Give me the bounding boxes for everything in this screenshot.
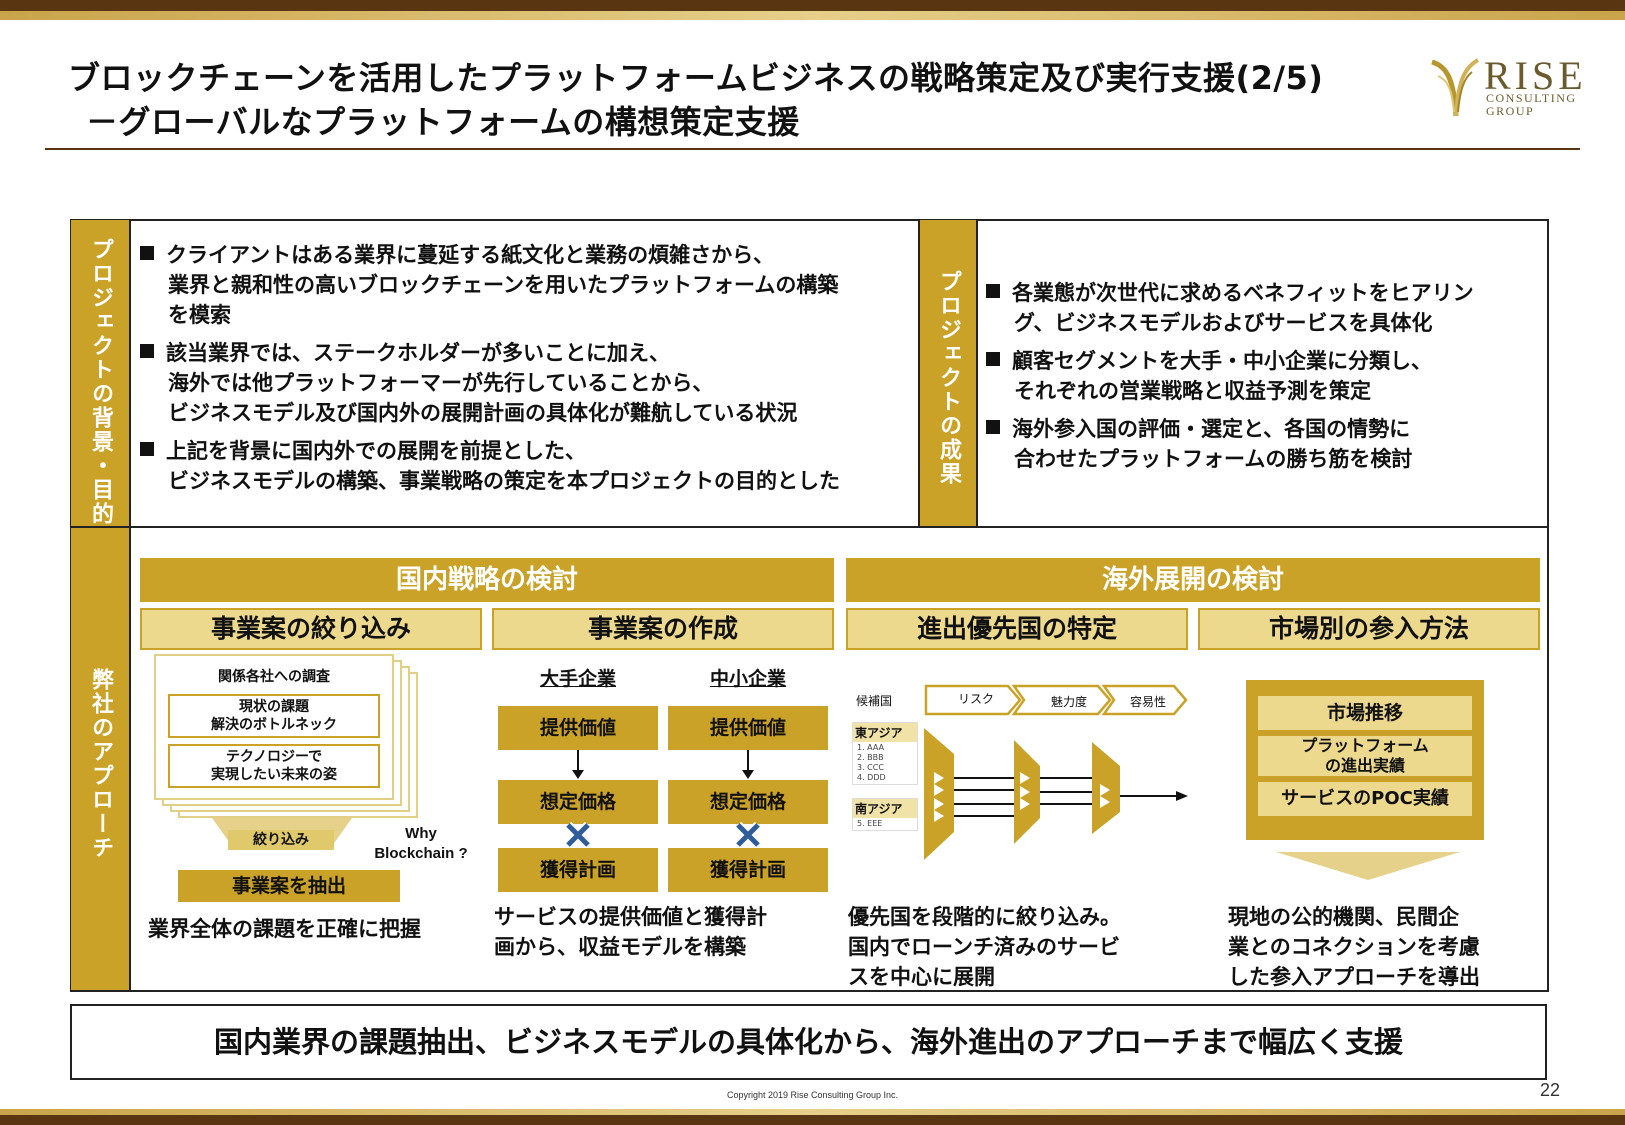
down-arrow-icon xyxy=(742,750,754,779)
results-bullet: 顧客セグメントを大手・中小企業に分類し、 それぞれの営業戦略と収益予測を策定 xyxy=(986,346,1546,406)
plan-box-small: 獲得計画 xyxy=(668,848,828,892)
step-risk: リスク xyxy=(957,692,994,706)
step-ease: 容易性 xyxy=(1129,695,1166,709)
value-box-small: 提供価値 xyxy=(668,706,828,750)
col4-title: 市場別の参入方法 xyxy=(1198,608,1540,650)
step-attractiveness: 魅力度 xyxy=(1050,695,1087,709)
market-item: プラットフォームの進出実績 xyxy=(1258,736,1472,776)
results-bullets: 各業態が次世代に求めるベネフィットをヒアリン グ、ビジネスモデルおよびサービスを… xyxy=(986,278,1546,474)
candidates-label: 候補国 xyxy=(856,694,893,708)
background-bullet: 上記を背景に国内外での展開を前提とした、 ビジネスモデルの構築、事業戦略の策定を… xyxy=(140,436,920,496)
approach-label: 弊社のアプローチ xyxy=(71,528,129,990)
title-line-2: －グローバルなプラットフォームの構想策定支援 xyxy=(86,103,800,141)
narrow-label: 絞り込み xyxy=(228,830,334,850)
step-chevrons xyxy=(924,684,1188,716)
col3-caption: 優先国を段階的に絞り込み。 国内でローンチ済みのサービ スを中心に展開 xyxy=(848,905,1121,989)
title-rule xyxy=(45,148,1580,150)
market-item: 市場推移 xyxy=(1258,696,1472,730)
col1-title: 事業案の絞り込み xyxy=(140,608,482,650)
region-east-asia: 東アジア 1. AAA 2. BBB 3. CCC 4. DDD xyxy=(852,722,918,785)
page-number: 22 xyxy=(1540,1080,1561,1100)
region-south-asia: 南アジア 5. EEE xyxy=(852,798,918,831)
col4-caption: 現地の公的機関、民間企 業とのコネクションを考慮 した参入アプローチを導出 xyxy=(1228,905,1480,989)
bottom-bar-dark xyxy=(0,1115,1625,1125)
sme-label: 中小企業 xyxy=(709,668,786,690)
results-bullet: 海外参入国の評価・選定と、各国の情勢に 合わせたプラットフォームの勝ち筋を検討 xyxy=(986,414,1546,474)
col3-title: 進出優先国の特定 xyxy=(846,608,1188,650)
plan-box-large: 獲得計画 xyxy=(498,848,658,892)
funnel-diagram xyxy=(924,728,1188,860)
large-company-label: 大手企業 xyxy=(539,668,616,690)
overseas-band: 海外展開の検討 xyxy=(846,558,1540,602)
doc-header: 関係各社への調査 xyxy=(218,669,330,685)
summary-box: 国内業界の課題抽出、ビジネスモデルの具体化から、海外進出のアプローチまで幅広く支… xyxy=(70,1004,1547,1080)
section-divider xyxy=(70,526,1549,528)
rise-logo-mark-icon xyxy=(1431,58,1480,117)
doc-item: テクノロジーで実現したい未来の姿 xyxy=(168,744,380,788)
title-line-1: ブロックチェーンを活用したプラットフォームビジネスの戦略策定及び実行支援(2/5… xyxy=(68,59,1324,97)
market-box: 市場推移 プラットフォームの進出実績 サービスのPOC実績 xyxy=(1246,680,1484,840)
results-bullet: 各業態が次世代に求めるベネフィットをヒアリン グ、ビジネスモデルおよびサービスを… xyxy=(986,278,1546,338)
top-bar-dark xyxy=(0,0,1625,11)
doc-item: 現状の課題解決のボトルネック xyxy=(168,694,380,738)
down-arrow-icon xyxy=(572,750,584,779)
results-label: プロジェクトの成果 xyxy=(920,220,976,526)
col2-title: 事業案の作成 xyxy=(492,608,834,650)
background-bullet: クライアントはある業界に蔓延する紙文化と業務の煩雑さから、 業界と親和性の高いブ… xyxy=(140,240,920,330)
logo-subtitle: CONSULTING GROUP xyxy=(1486,91,1577,118)
price-box-large: 想定価格 xyxy=(498,780,658,824)
copyright: Copyright 2019 Rise Consulting Group Inc… xyxy=(726,1090,899,1100)
page-title: ブロックチェーンを活用したプラットフォームビジネスの戦略策定及び実行支援(2/5… xyxy=(68,56,1323,144)
doc-card: 関係各社への調査 現状の課題解決のボトルネック テクノロジーで実現したい未来の姿 xyxy=(154,654,394,800)
down-chevron-icon xyxy=(1276,852,1460,880)
cross-icon xyxy=(564,821,592,849)
bottom-bar-gold xyxy=(0,1109,1625,1115)
logo-name: RISE xyxy=(1484,53,1587,98)
background-bullet: 該当業界では、ステークホルダーが多いことに加え、 海外では他プラットフォーマーが… xyxy=(140,338,920,428)
value-box-large: 提供価値 xyxy=(498,706,658,750)
col1-caption: 業界全体の課題を正確に把握 xyxy=(148,917,421,941)
extract-box: 事業案を抽出 xyxy=(178,870,400,902)
col2-caption: サービスの提供価値と獲得計画から、収益モデルを構築 xyxy=(494,905,767,959)
top-bar-gold xyxy=(0,11,1625,20)
domestic-band: 国内戦略の検討 xyxy=(140,558,834,602)
price-box-small: 想定価格 xyxy=(668,780,828,824)
background-label: プロジェクトの背景・目的 xyxy=(71,220,129,526)
market-item: サービスのPOC実績 xyxy=(1258,782,1472,816)
background-bullets: クライアントはある業界に蔓延する紙文化と業務の煩雑さから、 業界と親和性の高いブ… xyxy=(140,240,920,496)
cross-icon xyxy=(734,821,762,849)
